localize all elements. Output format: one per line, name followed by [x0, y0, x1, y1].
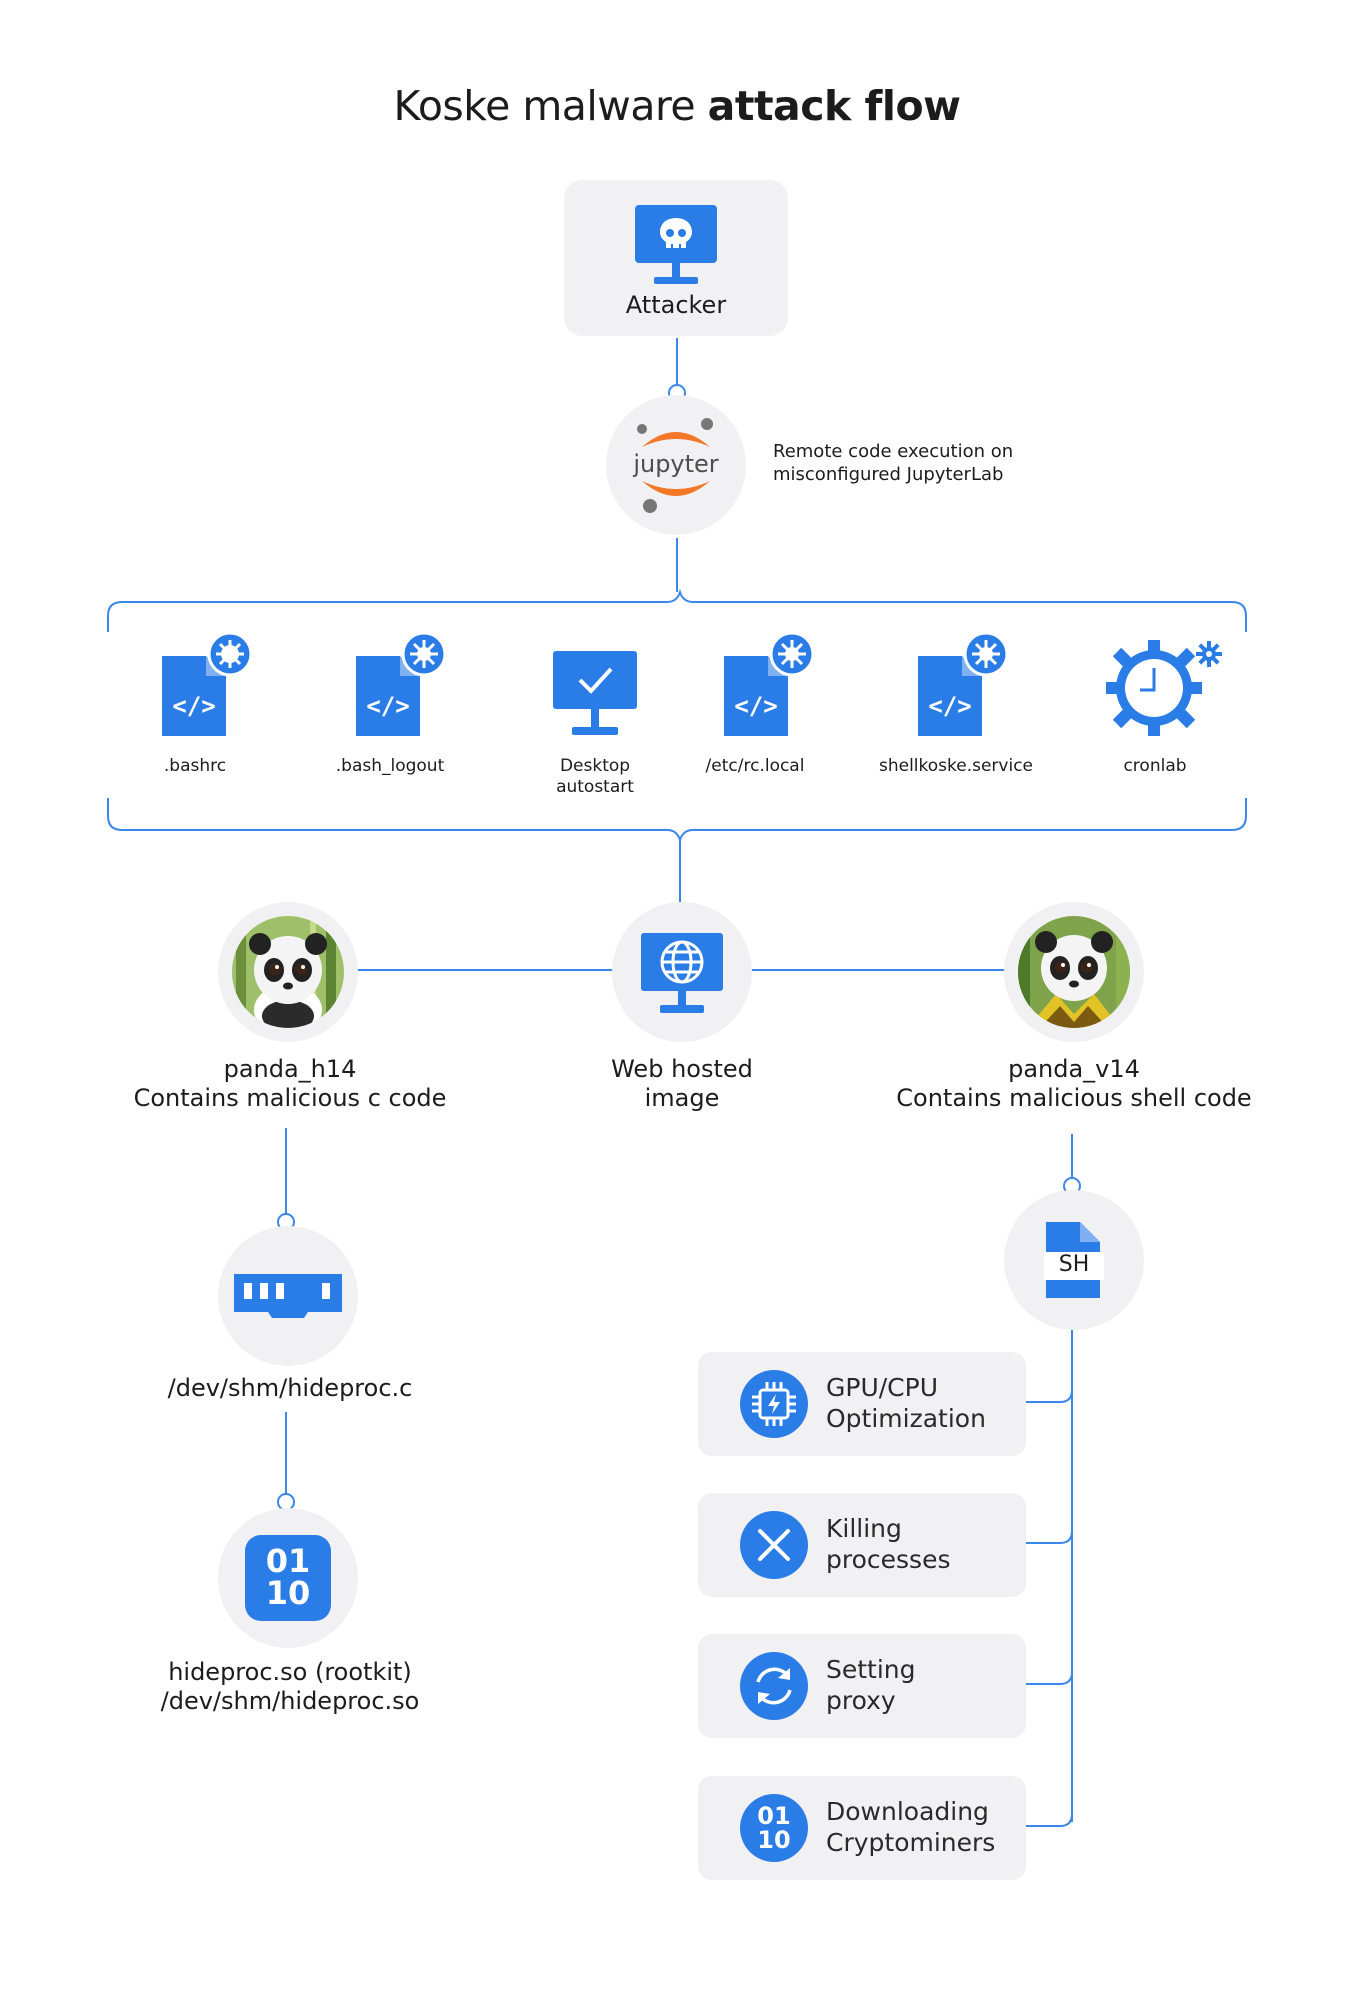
- globe-monitor-icon: [641, 933, 723, 1013]
- svg-text:</>: </>: [366, 692, 409, 720]
- binary-icon: 01 10: [245, 1535, 331, 1621]
- persistence-item-rc-local: </>: [718, 631, 815, 742]
- title-regular: Koske malware: [393, 82, 696, 130]
- action-crypto-line1: Downloading: [826, 1797, 989, 1826]
- binary-icon-top: 01: [265, 1542, 311, 1580]
- panda-image: [1018, 916, 1130, 1028]
- persistence-label-bashrc: .bashrc: [163, 756, 227, 776]
- hideproc-c-label: /dev/shm/hideproc.c: [167, 1374, 413, 1402]
- jupyter-note-line1: Remote code execution on: [773, 441, 1014, 462]
- persistence-item-bash-logout: </>: [350, 631, 447, 742]
- jupyter-node: jupyter: [606, 395, 746, 535]
- binary-icon: 01 10: [740, 1794, 808, 1862]
- code-file-gear-icon: </>: [918, 631, 1009, 736]
- code-file-gear-icon: </>: [724, 631, 815, 736]
- persistence-label-autostart: autostart: [556, 777, 634, 797]
- panda-image: [232, 916, 344, 1028]
- panda-h14-desc: Contains malicious c code: [133, 1084, 447, 1112]
- monitor-check-icon: [553, 651, 637, 735]
- hideproc-so-node: 01 10: [218, 1508, 358, 1648]
- panda-v14-node: [1004, 902, 1144, 1042]
- persistence-item-cronlab: [1106, 640, 1230, 744]
- hideproc-c-node: [218, 1226, 358, 1366]
- persistence-label-desktop: Desktop: [559, 756, 631, 776]
- persistence-label-bash-logout: .bash_logout: [335, 756, 445, 776]
- memory-chip-icon: [234, 1274, 342, 1318]
- panda-v14-name: panda_v14: [1008, 1055, 1140, 1083]
- action-crypto-line2: Cryptominers: [826, 1828, 996, 1857]
- hideproc-so-line1: hideproc.so (rootkit): [168, 1658, 412, 1686]
- action-gpu-line1: GPU/CPU: [826, 1373, 938, 1402]
- gear-clock-icon: [1106, 640, 1222, 736]
- action-proxy-line1: Setting: [826, 1655, 916, 1684]
- web-hosted-line1: Web hosted: [611, 1055, 753, 1083]
- refresh-icon: [740, 1652, 808, 1720]
- code-file-gear-icon: </>: [356, 631, 447, 736]
- action-card-proxy: Setting proxy: [698, 1634, 1026, 1738]
- persistence-label-shellkoske: shellkoske.service: [878, 756, 1034, 776]
- jupyter-logo-text: jupyter: [632, 450, 718, 478]
- action-card-killing: Killing processes: [698, 1493, 1026, 1597]
- web-hosted-node: [612, 902, 752, 1042]
- code-file-gear-icon: </>: [162, 631, 253, 736]
- svg-text:</>: </>: [172, 692, 215, 720]
- action-gpu-line2: Optimization: [826, 1404, 986, 1433]
- sh-script-node: SH: [1004, 1190, 1144, 1330]
- action-killing-line1: Killing: [826, 1514, 902, 1543]
- persistence-label-rc-local: /etc/rc.local: [705, 756, 805, 776]
- svg-text:</>: </>: [928, 692, 971, 720]
- attacker-label: Attacker: [625, 291, 727, 319]
- svg-text:</>: </>: [734, 692, 777, 720]
- jupyter-logo-icon: jupyter: [632, 418, 719, 513]
- binary-icon-bottom: 10: [265, 1574, 311, 1612]
- binary-icon-top: 01: [757, 1802, 791, 1830]
- panda-h14-name: panda_h14: [223, 1055, 357, 1083]
- action-proxy-line2: proxy: [826, 1686, 896, 1715]
- web-hosted-line2: image: [644, 1084, 720, 1112]
- panda-h14-node: [218, 902, 358, 1042]
- cpu-bolt-icon: [740, 1370, 808, 1438]
- action-card-gpu-cpu: GPU/CPU Optimization: [698, 1352, 1026, 1456]
- attacker-box: Attacker: [564, 180, 788, 336]
- jupyter-note-line2: misconfigured JupyterLab: [773, 464, 1004, 485]
- hideproc-so-line2: /dev/shm/hideproc.so: [160, 1687, 420, 1715]
- sh-file-label: SH: [1058, 1252, 1090, 1277]
- action-card-cryptominers: 01 10 Downloading Cryptominers: [698, 1776, 1026, 1880]
- skull-monitor-icon: [635, 205, 717, 284]
- persistence-item-desktop-autostart: [552, 650, 638, 740]
- panda-v14-desc: Contains malicious shell code: [896, 1084, 1252, 1112]
- page-title: Koske malware attack flow: [0, 82, 1354, 130]
- binary-icon-bottom: 10: [757, 1826, 791, 1854]
- close-x-icon: [740, 1511, 808, 1579]
- sh-file-icon: [1044, 1222, 1104, 1298]
- persistence-item-bashrc: </>: [156, 631, 253, 742]
- title-bold: attack flow: [707, 82, 961, 130]
- persistence-label-cronlab: cronlab: [1123, 756, 1187, 776]
- persistence-item-shellkoske: </>: [912, 631, 1009, 742]
- action-killing-line2: processes: [826, 1545, 951, 1574]
